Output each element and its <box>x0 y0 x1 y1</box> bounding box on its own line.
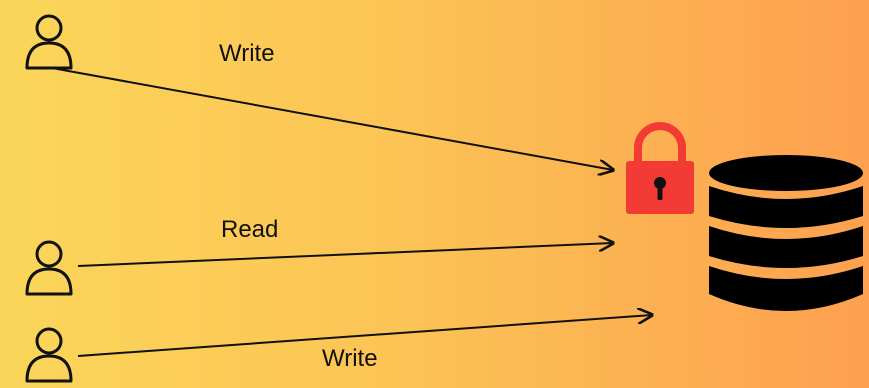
read-label: Read <box>221 216 279 243</box>
user-icon <box>25 327 73 383</box>
user-icon <box>25 240 73 296</box>
lock-icon <box>626 122 694 214</box>
read-arrow <box>77 243 613 267</box>
write-arrow-top <box>51 67 613 170</box>
write-label-bottom: Write <box>322 345 378 372</box>
user-icon <box>25 14 73 70</box>
write-label-top: Write <box>219 40 275 67</box>
database-icon <box>709 155 863 311</box>
write-arrow-bottom <box>77 315 652 357</box>
